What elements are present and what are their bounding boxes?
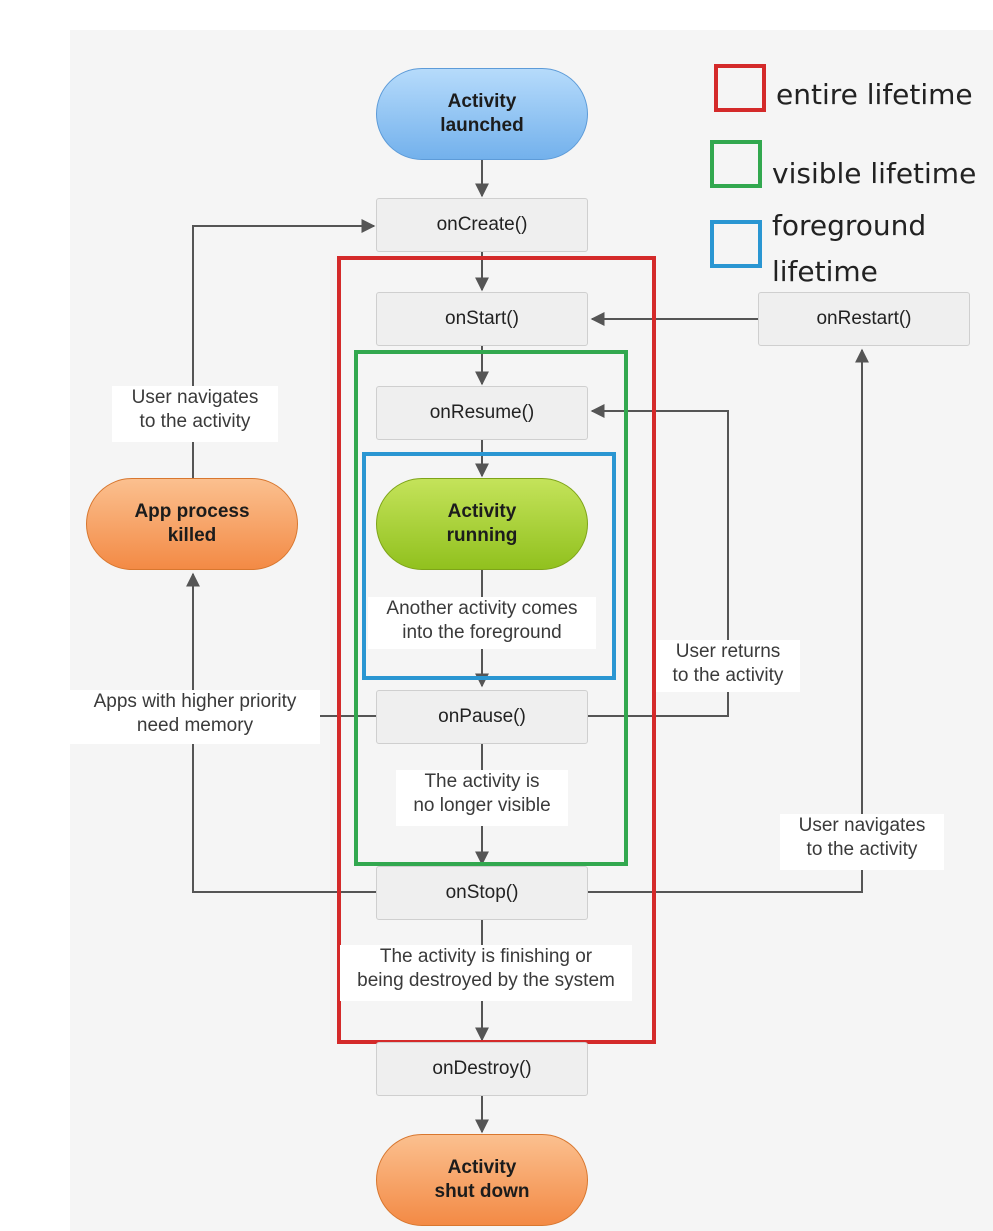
method-onpause: onPause(): [376, 690, 588, 744]
label-line: Another activity comes: [386, 598, 578, 619]
label-line: Apps with higher priority: [93, 691, 297, 712]
legend-label-visible-lifetime: visible lifetime: [772, 151, 976, 197]
state-app-process-killed: App process killed: [86, 478, 298, 570]
label-line: to the activity: [139, 411, 251, 432]
legend-line: entire lifetime: [776, 78, 973, 111]
method-oncreate: onCreate(): [376, 198, 588, 252]
state-label-line: running: [446, 525, 518, 546]
label-line: User returns: [675, 641, 781, 662]
method-onstart: onStart(): [376, 292, 588, 346]
state-label-line: shut down: [434, 1181, 530, 1202]
label-line: no longer visible: [413, 795, 551, 816]
label-line: The activity is finishing or: [379, 946, 593, 967]
label-user-returns: User returns to the activity: [656, 640, 800, 692]
method-onresume: onResume(): [376, 386, 588, 440]
entire-lifetime-frame: [337, 256, 656, 1044]
state-activity-launched: Activity launched: [376, 68, 588, 160]
method-onrestart: onRestart(): [758, 292, 970, 346]
label-line: being destroyed by the system: [357, 970, 615, 991]
state-label-line: Activity: [447, 1157, 517, 1178]
label-line: into the foreground: [402, 622, 562, 643]
label-user-navigates-left: User navigates to the activity: [112, 386, 278, 442]
label-higher-priority: Apps with higher priority need memory: [70, 690, 320, 744]
label-no-longer-visible: The activity is no longer visible: [396, 770, 568, 826]
label-user-navigates-right: User navigates to the activity: [780, 814, 944, 870]
arrow-onstop-to-killed: [186, 572, 376, 893]
legend-line: foreground: [772, 209, 927, 242]
method-onstop: onStop(): [376, 866, 588, 920]
label-another-activity: Another activity comes into the foregrou…: [368, 597, 596, 649]
legend-swatch-visible: [710, 140, 762, 188]
legend-swatch-entire: [714, 64, 766, 112]
state-label-line: Activity: [447, 501, 517, 522]
state-label-line: killed: [167, 525, 217, 546]
label-line: User navigates: [798, 815, 926, 836]
state-label-line: Activity: [447, 91, 517, 112]
state-label-line: App process: [134, 501, 250, 522]
label-line: The activity is: [424, 771, 540, 792]
label-line: User navigates: [131, 387, 259, 408]
state-activity-running: Activity running: [376, 478, 588, 570]
foreground-lifetime-frame: [362, 452, 616, 680]
legend-label-entire-lifetime: entire lifetime: [776, 72, 973, 118]
legend-label-foreground-lifetime: foreground lifetime: [772, 203, 926, 295]
visible-lifetime-frame: [354, 350, 628, 866]
label-line: need memory: [136, 715, 254, 736]
state-label-line: launched: [440, 115, 524, 136]
arrow-onpause-to-onresume: [588, 404, 729, 717]
legend-line: visible lifetime: [772, 157, 977, 190]
label-finishing: The activity is finishing or being destr…: [340, 945, 632, 1001]
legend-line: lifetime: [772, 255, 878, 288]
arrow-onstop-to-onrestart: [588, 348, 869, 893]
legend-swatch-foreground: [710, 220, 762, 268]
label-line: to the activity: [672, 665, 784, 686]
method-ondestroy: onDestroy(): [376, 1042, 588, 1096]
state-activity-shut-down: Activity shut down: [376, 1134, 588, 1226]
label-line: to the activity: [806, 839, 918, 860]
